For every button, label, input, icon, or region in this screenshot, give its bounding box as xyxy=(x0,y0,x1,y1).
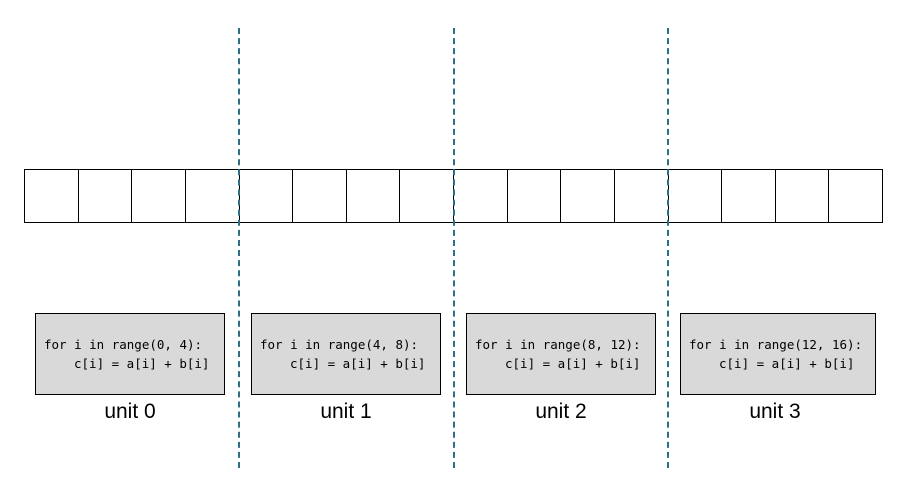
array-cell xyxy=(347,170,401,222)
array-cell xyxy=(293,170,347,222)
code-box-unit-2: for i in range(8, 12): c[i] = a[i] + b[i… xyxy=(466,313,656,395)
array-cell xyxy=(240,170,294,222)
array-cell xyxy=(454,170,508,222)
code-box-unit-1: for i in range(4, 8): c[i] = a[i] + b[i] xyxy=(251,313,441,395)
unit-label: unit 0 xyxy=(104,400,156,423)
array-cell xyxy=(186,170,240,222)
array-cell xyxy=(669,170,723,222)
code-box-unit-0: for i in range(0, 4): c[i] = a[i] + b[i] xyxy=(35,313,225,395)
code-line: for i in range(4, 8): xyxy=(260,337,419,352)
array-cell xyxy=(79,170,133,222)
array-cell xyxy=(561,170,615,222)
unit-label: unit 1 xyxy=(320,400,372,423)
unit-divider-line xyxy=(238,28,240,468)
array-cell xyxy=(829,170,882,222)
code-line: c[i] = a[i] + b[i] xyxy=(290,356,426,371)
array-cell xyxy=(722,170,776,222)
array-cell xyxy=(25,170,79,222)
array-cell xyxy=(400,170,454,222)
unit-label: unit 3 xyxy=(749,400,801,423)
array-cell xyxy=(776,170,830,222)
code-line: for i in range(8, 12): xyxy=(475,337,641,352)
code-box-unit-3: for i in range(12, 16): c[i] = a[i] + b[… xyxy=(680,313,876,395)
code-line: c[i] = a[i] + b[i] xyxy=(719,356,855,371)
unit-label: unit 2 xyxy=(535,400,587,423)
array-cell xyxy=(508,170,562,222)
code-line: for i in range(0, 4): xyxy=(44,337,203,352)
unit-divider-line xyxy=(453,28,455,468)
code-line: for i in range(12, 16): xyxy=(689,337,863,352)
array-cell xyxy=(132,170,186,222)
code-line: c[i] = a[i] + b[i] xyxy=(74,356,210,371)
array-cell xyxy=(615,170,669,222)
unit-divider-line xyxy=(667,28,669,468)
code-line: c[i] = a[i] + b[i] xyxy=(505,356,641,371)
